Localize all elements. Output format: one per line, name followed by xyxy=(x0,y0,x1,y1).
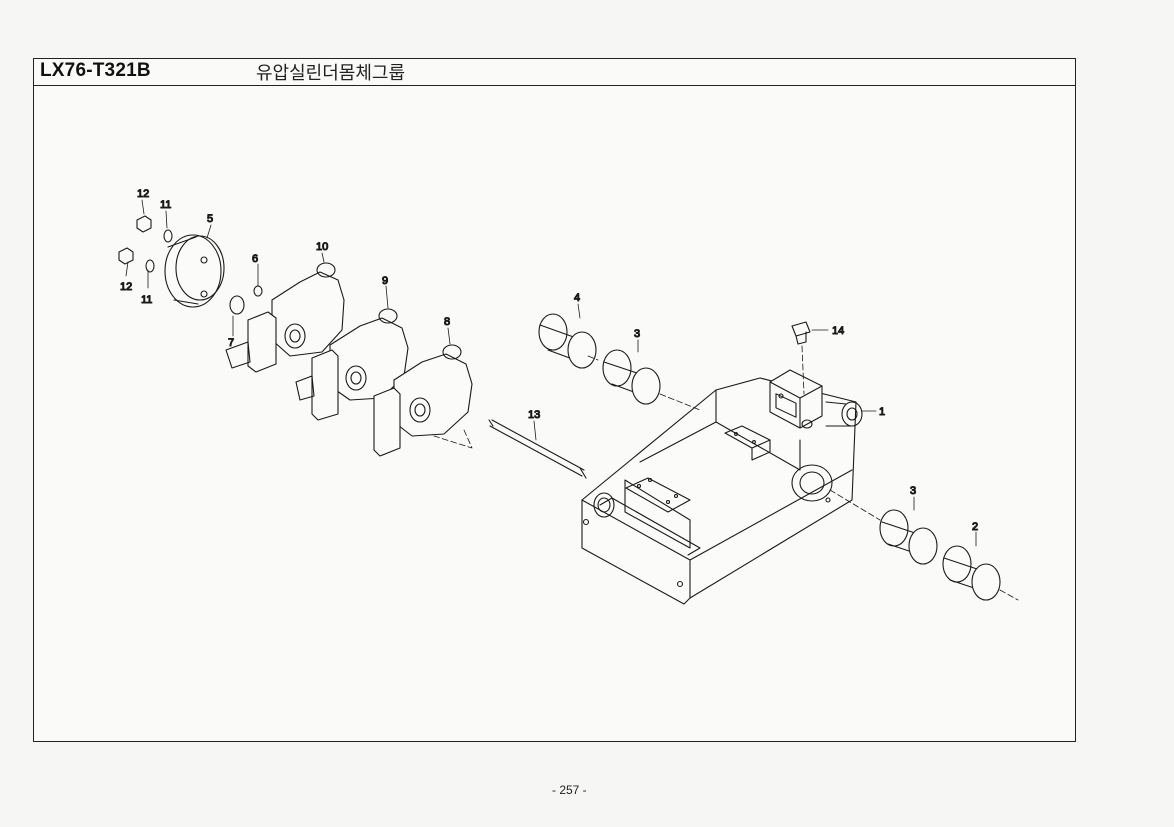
callout-3-lower: 3 xyxy=(910,485,916,497)
part-code: LX76-T321B xyxy=(40,60,151,81)
plug-part xyxy=(791,321,811,345)
page-number: - 257 - xyxy=(552,783,587,797)
callout-3-upper: 3 xyxy=(634,328,640,340)
page-title: 유압실린더몸체그룹 xyxy=(256,63,406,84)
callout-12-lower: 12 xyxy=(120,281,132,293)
bushing-parts xyxy=(538,313,1001,601)
callout-6: 6 xyxy=(252,253,258,265)
callout-7: 7 xyxy=(228,337,234,349)
cylinder-body-part xyxy=(581,369,863,605)
callout-8: 8 xyxy=(444,316,450,328)
callout-9: 9 xyxy=(382,275,388,287)
callout-11-upper: 11 xyxy=(160,199,171,211)
callout-4: 4 xyxy=(574,292,580,304)
callout-10: 10 xyxy=(316,241,328,253)
valve-body-part-8 xyxy=(373,344,473,457)
callout-13: 13 xyxy=(528,409,540,421)
callout-11-lower: 11 xyxy=(141,294,152,306)
header-divider xyxy=(34,85,1075,86)
callout-14: 14 xyxy=(832,325,844,337)
leader-lines xyxy=(125,199,977,547)
valve-body-part-10 xyxy=(225,262,345,373)
callout-5: 5 xyxy=(207,213,213,225)
stud-bolt-part xyxy=(488,419,587,479)
callout-12-upper: 12 xyxy=(137,188,149,200)
callout-2: 2 xyxy=(972,521,978,533)
callout-1: 1 xyxy=(879,406,885,418)
valve-body-part-9 xyxy=(295,308,409,421)
hydraulic-block-part xyxy=(164,234,225,308)
assembly-center-lines xyxy=(433,345,1019,601)
drawing-frame: LX76-T321B 유압실린더몸체그룹 xyxy=(33,58,1076,742)
